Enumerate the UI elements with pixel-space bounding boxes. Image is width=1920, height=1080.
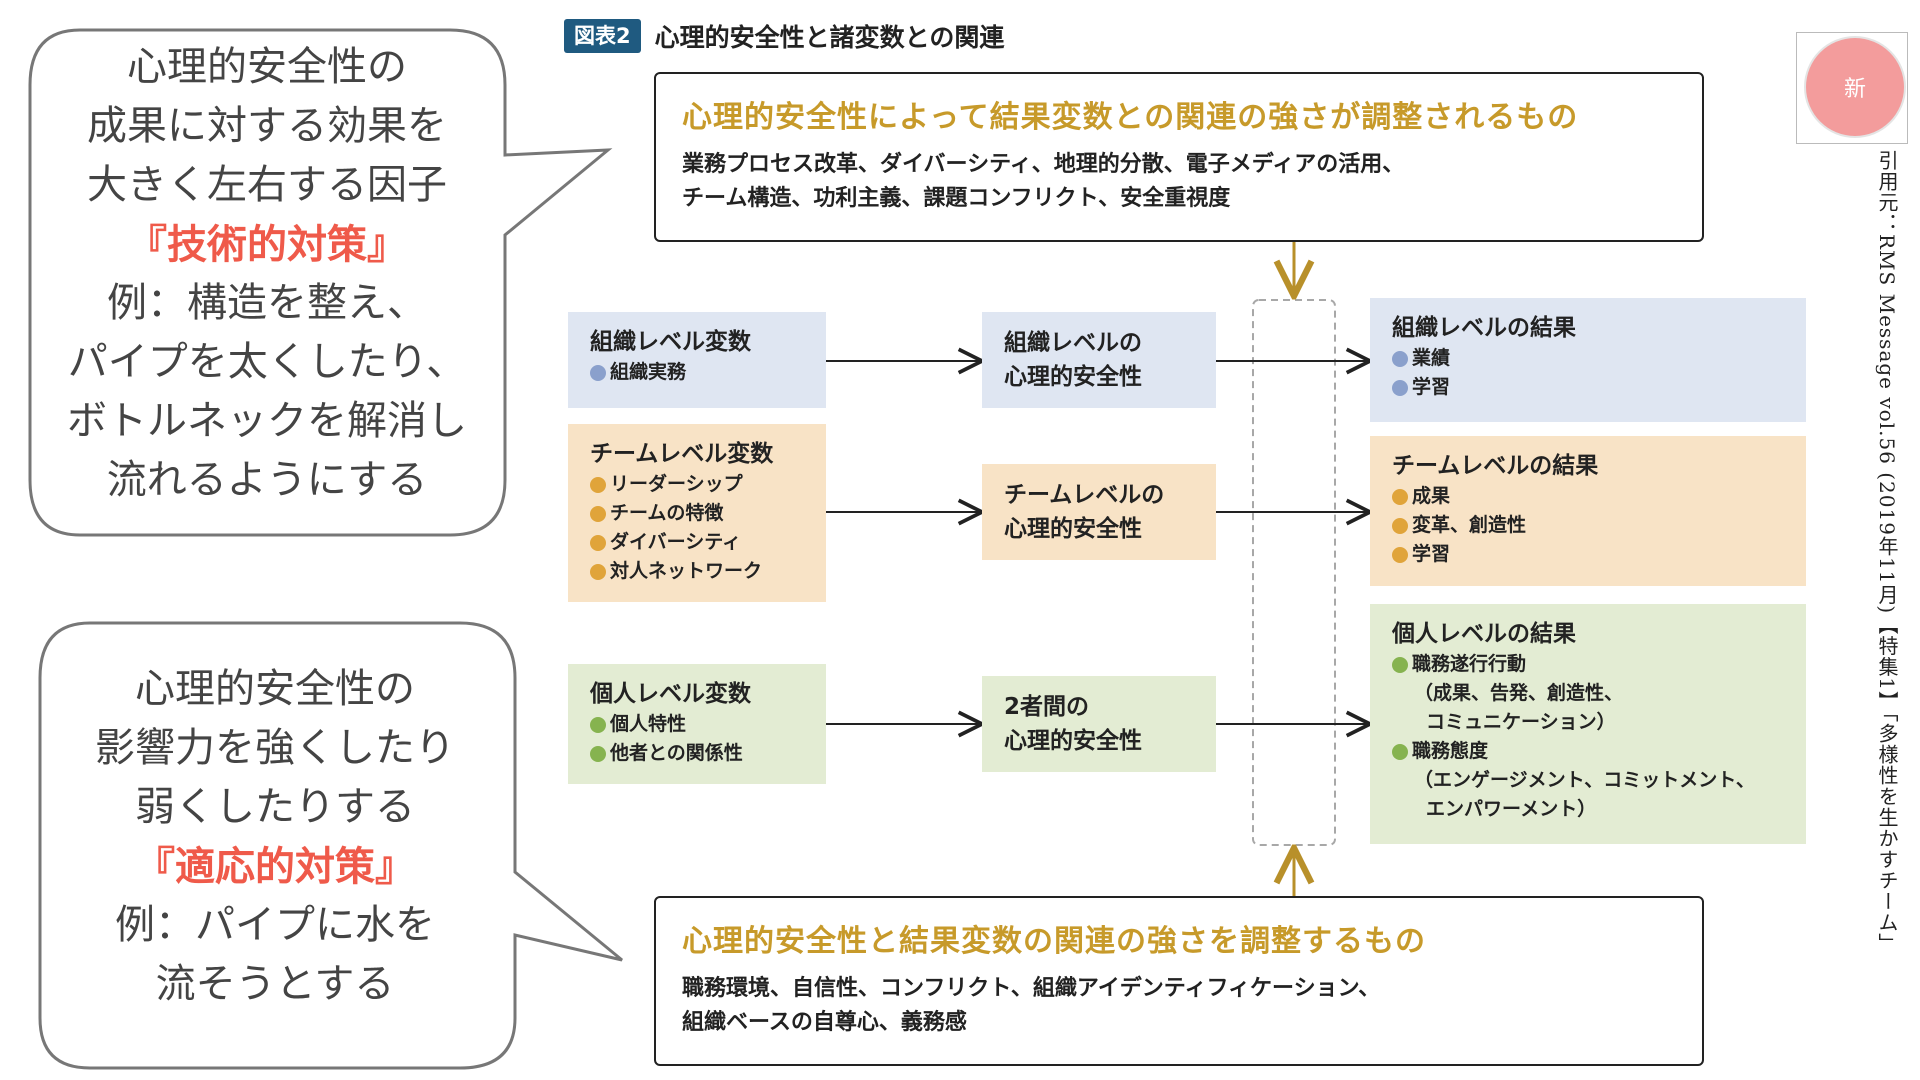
bullet-dot-icon — [1392, 488, 1408, 505]
org-outcome-item-2: 学習 — [1392, 373, 1784, 402]
moderator-top-line-2: チーム構造、功利主義、課題コンフリクト、安全重視度 — [682, 186, 1231, 211]
org-outcome-box: 組織レベルの結果 業績 学習 — [1370, 298, 1806, 422]
moderator-bottom-title: 心理的安全性と結果変数の関連の強さを調整するもの — [682, 924, 1426, 959]
citation-vertical-text: 引用元：RMS Message vol.56 (2019年11月)【特集1】「多… — [1875, 150, 1899, 954]
bullet-dot-icon — [1392, 517, 1408, 534]
figure-title: 心理的安全性と諸変数との関連 — [654, 23, 1005, 52]
bubble-2-example-1: 例：パイプに水を — [115, 902, 435, 948]
org-psafety-line-2: 心理的安全性 — [1004, 364, 1142, 390]
bullet-dot-icon — [1392, 743, 1408, 760]
individual-psafety-box: 2者間の 心理的安全性 — [982, 676, 1216, 772]
moderator-box-bottom: 心理的安全性と結果変数の関連の強さを調整するもの 職務環境、自信性、コンフリクト… — [654, 896, 1704, 1066]
bubble-1-line-2: 成果に対する効果を — [87, 103, 447, 149]
org-variable-item: 組織実務 — [590, 358, 804, 387]
team-variables-title: チームレベル変数 — [590, 441, 774, 467]
bubble-2-line-1: 心理的安全性の — [135, 666, 415, 712]
org-psafety-line-1: 組織レベルの — [1004, 330, 1142, 356]
bubble-1-highlight: 『技術的対策』 — [127, 221, 407, 268]
individual-outcome-title: 個人レベルの結果 — [1392, 621, 1576, 647]
bubble-2-line-3: 弱くしたりする — [135, 784, 415, 830]
bullet-dot-icon — [590, 505, 606, 522]
individual-psafety-line-2: 心理的安全性 — [1004, 728, 1142, 754]
team-variable-item-2: チームの特徴 — [590, 499, 804, 528]
bullet-dot-icon — [590, 745, 606, 762]
bubble-2-example-2: 流そうとする — [155, 961, 395, 1007]
individual-outcome-item-1-sub-1: （成果、告発、創造性、 — [1414, 682, 1624, 704]
speech-bubble-adaptive: 心理的安全性の 影響力を強くしたり 弱くしたりする 『適応的対策』 例：パイプに… — [40, 660, 510, 1014]
figure-badge: 図表2 — [564, 19, 641, 53]
individual-outcome-item-2: 職務態度 — [1392, 737, 1784, 766]
individual-outcome-item-1-sub-2: コミュニケーション） — [1426, 711, 1616, 733]
individual-variables-box: 個人レベル変数 個人特性 他者との関係性 — [568, 664, 826, 784]
individual-psafety-line-1: 2者間の — [1004, 694, 1090, 720]
team-outcome-title: チームレベルの結果 — [1392, 453, 1599, 479]
team-variable-item-1: リーダーシップ — [590, 470, 804, 499]
bubble-1-example-2: パイプを太くしたり、 — [67, 339, 467, 385]
individual-outcome-box: 個人レベルの結果 職務遂行行動 （成果、告発、創造性、 コミュニケーション） 職… — [1370, 604, 1806, 844]
moderator-top-line-1: 業務プロセス改革、ダイバーシティ、地理的分散、電子メディアの活用、 — [682, 152, 1405, 177]
team-variables-box: チームレベル変数 リーダーシップ チームの特徴 ダイバーシティ 対人ネットワーク — [568, 424, 826, 602]
speech-bubble-technical: 心理的安全性の 成果に対する効果を 大きく左右する因子 『技術的対策』 例：構造… — [32, 38, 502, 510]
org-variables-box: 組織レベル変数 組織実務 — [568, 312, 826, 408]
team-variable-item-3: ダイバーシティ — [590, 528, 804, 557]
team-psafety-box: チームレベルの 心理的安全性 — [982, 464, 1216, 560]
bubble-1-line-1: 心理的安全性の — [127, 44, 407, 90]
bubble-1-example-4: 流れるようにする — [106, 457, 428, 503]
individual-outcome-item-2-sub-2: エンパワーメント） — [1426, 798, 1597, 820]
bullet-dot-icon — [590, 563, 606, 580]
org-outcome-title: 組織レベルの結果 — [1392, 315, 1576, 341]
bullet-dot-icon — [590, 476, 606, 493]
new-badge-frame — [1796, 32, 1908, 144]
individual-variable-item-2: 他者との関係性 — [590, 739, 804, 768]
dashed-column — [1252, 299, 1336, 846]
moderator-bottom-line-2: 組織ベースの自尊心、義務感 — [682, 1010, 967, 1035]
bullet-dot-icon — [590, 364, 606, 381]
team-outcome-item-3: 学習 — [1392, 540, 1784, 569]
bullet-dot-icon — [1392, 656, 1408, 673]
bubble-2-line-2: 影響力を強くしたり — [95, 725, 455, 771]
team-outcome-item-2: 変革、創造性 — [1392, 511, 1784, 540]
team-variable-item-4: 対人ネットワーク — [590, 557, 804, 586]
bubble-2-highlight: 『適応的対策』 — [135, 843, 415, 890]
moderator-top-title: 心理的安全性によって結果変数との関連の強さが調整されるもの — [682, 100, 1579, 135]
bullet-dot-icon — [590, 716, 606, 733]
org-variables-title: 組織レベル変数 — [590, 329, 751, 355]
moderator-bottom-line-1: 職務環境、自信性、コンフリクト、組織アイデンティフィケーション、 — [682, 976, 1381, 1001]
org-psafety-box: 組織レベルの 心理的安全性 — [982, 312, 1216, 408]
team-psafety-line-1: チームレベルの — [1004, 482, 1165, 508]
individual-outcome-item-2-sub-1: （エンゲージメント、コミットメント、 — [1414, 769, 1755, 791]
moderator-box-top: 心理的安全性によって結果変数との関連の強さが調整されるもの 業務プロセス改革、ダ… — [654, 72, 1704, 242]
team-outcome-box: チームレベルの結果 成果 変革、創造性 学習 — [1370, 436, 1806, 586]
individual-variable-item-1: 個人特性 — [590, 710, 804, 739]
new-badge[interactable]: 新 — [1806, 38, 1904, 136]
figure-header: 図表2 心理的安全性と諸変数との関連 — [564, 18, 1004, 54]
bullet-dot-icon — [1392, 379, 1408, 396]
team-outcome-item-1: 成果 — [1392, 482, 1784, 511]
team-psafety-line-2: 心理的安全性 — [1004, 516, 1142, 542]
bubble-1-example-3: ボトルネックを解消し — [67, 398, 467, 444]
bubble-1-line-3: 大きく左右する因子 — [87, 162, 447, 208]
individual-variables-title: 個人レベル変数 — [590, 681, 751, 707]
individual-outcome-item-1: 職務遂行行動 — [1392, 650, 1784, 679]
bullet-dot-icon — [1392, 546, 1408, 563]
org-outcome-item-1: 業績 — [1392, 344, 1784, 373]
bubble-1-example-1: 例：構造を整え、 — [107, 280, 427, 326]
bullet-dot-icon — [590, 534, 606, 551]
bullet-dot-icon — [1392, 350, 1408, 367]
